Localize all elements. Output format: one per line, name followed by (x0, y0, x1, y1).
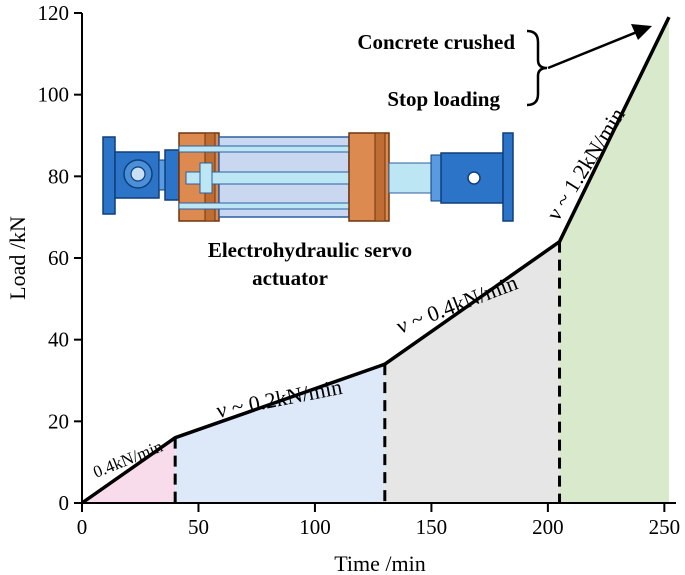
y-tick-label: 40 (48, 328, 69, 352)
actuator-rod-housing (388, 162, 432, 194)
y-tick-label: 60 (48, 246, 69, 270)
y-ticks: 0 20 40 60 80 100 120 (38, 1, 82, 515)
actuator-illustration (102, 132, 514, 222)
annotation-arrow-line (547, 30, 638, 70)
y-axis-title: Load /kN (5, 216, 30, 300)
actuator-right-cap-band (374, 132, 386, 222)
note-stop-loading: Stop loading (387, 87, 500, 111)
actuator-left-flange (102, 136, 116, 215)
stage-area-4 (559, 17, 669, 503)
y-tick-label: 120 (38, 1, 70, 25)
actuator-right-pin (467, 171, 481, 185)
stage-area-3 (384, 241, 560, 503)
x-tick-label: 150 (416, 515, 448, 539)
actuator-piston-nut-left (199, 162, 213, 194)
x-axis-title: Time /min (334, 551, 426, 575)
x-tick-label: 200 (532, 515, 564, 539)
x-tick-label: 250 (649, 515, 681, 539)
x-ticks: 0 50 100 150 200 250 (77, 503, 680, 539)
inset-caption-line-1: Electrohydraulic servo (208, 238, 412, 262)
annotation-arrow-head (631, 24, 652, 40)
annotation-bracket (526, 29, 548, 107)
stage-areas (82, 17, 669, 503)
x-tick-label: 100 (299, 515, 331, 539)
actuator-left-pin (130, 166, 146, 182)
actuator-right-flange (502, 132, 514, 222)
y-tick-label: 0 (59, 491, 70, 515)
load-path-line (80, 16, 671, 505)
x-tick-label: 0 (77, 515, 88, 539)
note-concrete-crushed: Concrete crushed (357, 30, 515, 54)
inset-caption-line-2: actuator (252, 266, 328, 290)
stage-area-2 (175, 364, 385, 503)
y-tick-label: 100 (38, 83, 70, 107)
stage-dividers (173, 241, 562, 503)
load-path-layer (80, 16, 671, 505)
y-tick-label: 80 (48, 164, 69, 188)
actuator-right-collar (430, 154, 442, 202)
x-tick-label: 50 (188, 515, 209, 539)
actuator-left-neck (158, 159, 166, 191)
y-tick-label: 20 (48, 409, 69, 433)
actuator-left-collar (164, 149, 180, 201)
